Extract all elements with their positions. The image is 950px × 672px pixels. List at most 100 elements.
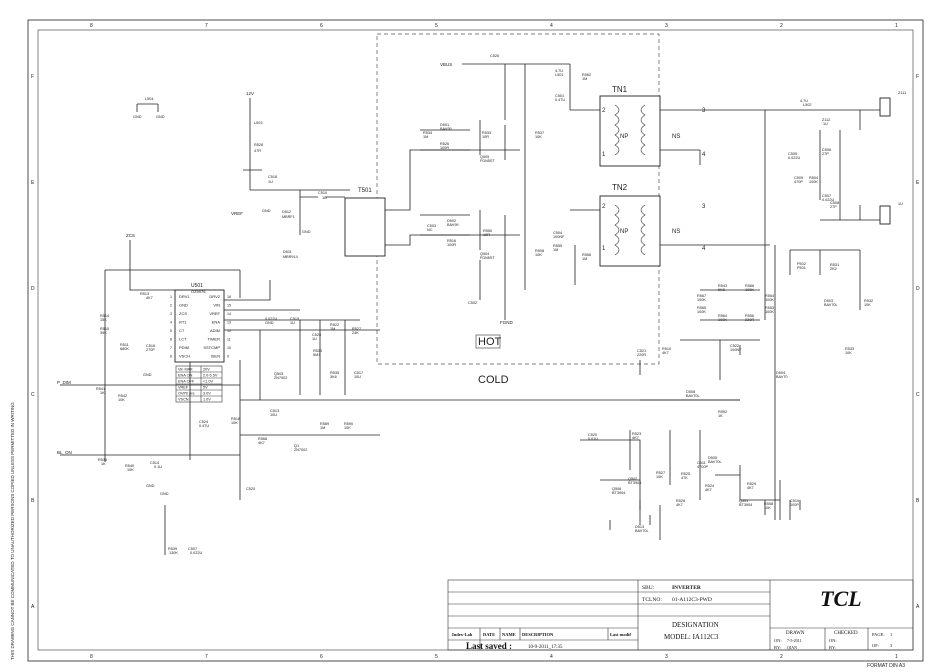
by-label: BY: [774,645,781,650]
ic-part: OZ9976 [191,289,206,294]
component-label: R542 [118,394,127,398]
column-marker: 7 [205,23,208,29]
ic-pin-number: 11 [227,338,231,342]
wiring [60,63,880,555]
column-marker: 8 [90,23,93,29]
row-marker: F [916,74,919,80]
component-label: C514 [150,461,159,465]
row-marker: E [31,180,35,186]
component-label: 10K [535,253,542,257]
net-bl-on: BL_ON [57,450,72,455]
tclno-value: 01-A112C3-PWD [672,597,712,603]
component-label: BT3904 [628,481,641,485]
component-label: R592 [718,410,727,414]
component-label: 1U [322,196,327,200]
tn1-coils [599,95,661,167]
net-zcs: ZCS [126,233,135,238]
component-label: 100NF [730,348,742,352]
spec-table-key: OVP0 pre [178,392,195,396]
component-label: BAV70L [824,303,838,307]
spec-table-value: 5V [203,386,208,390]
component-label: GND [160,492,169,496]
component-label: 0.47U [555,98,565,102]
component-label: BAV70L [635,529,649,533]
column-marker: 2 [780,23,783,29]
column-marker: 7 [205,654,208,660]
row-marker: D [916,286,920,292]
page-label: PAGE: [872,632,885,637]
component-label: 0.022U [788,156,801,160]
ic-pin-name: ISEN [211,354,220,359]
component-label: 47K [681,476,688,480]
component-label: R556 [745,314,754,318]
component-label: R529 [747,482,756,486]
ic-pin-number: 9 [227,355,229,359]
component-label: D508 [686,390,695,394]
spec-table-value: 2.0-5.5V [203,374,218,378]
component-label: 4K7 [258,441,265,445]
component-label: C507 [822,194,831,198]
drawing-frame [27,19,924,662]
ic-pin-name: GND [179,303,188,308]
ic-pin-number: 5 [170,329,172,333]
component-label: 220R [637,353,646,357]
row-marker: C [916,392,920,398]
column-marker: 4 [550,654,553,660]
spec-table-key: VREF [178,386,189,390]
component-label: GND [133,115,142,119]
component-label: 100K [718,318,727,322]
component-label: R566 [745,284,754,288]
ic-pin-number: 4 [170,321,172,325]
component-label: BAV70 [776,375,788,379]
component-label: 10K [535,135,542,139]
component-label: 100R [447,243,456,247]
component-label: 10R [482,135,489,139]
ic-pin-name: DRV1 [179,294,190,299]
checked-on-label: ON: [829,638,837,643]
component-label: R558 [764,502,773,506]
component-label: C518 [268,175,277,179]
ic-pin-number: 7 [170,346,172,350]
component-label: GND [265,321,274,325]
component-label: R567 [697,294,706,298]
tn1-pin2: 2 [602,108,606,114]
ic-pin-number: 14 [227,312,231,316]
component-label: R590 [344,422,353,426]
component-label: 130K [169,551,178,555]
component-label: 10K [231,421,238,425]
tn2-pin2: 2 [602,204,606,210]
ic-u501: U501 OZ9976 DRV11GND2ZCS3RT14CT5LCT6PDIM… [170,283,231,363]
component-label: 10R [483,233,490,237]
sbu-value: INVERTER [672,585,702,591]
ic-pin-name: LCT [179,337,187,342]
rev-header-name: NAME [502,632,516,637]
ic-pin-number: 10 [227,346,231,350]
cold-area-label: COLD [478,374,509,386]
component-label: 1U [268,180,273,184]
tn1-pin1: 1 [602,152,606,158]
rev-header-date: DATE [483,632,495,637]
component-label: R525 [681,472,690,476]
net-fgnd: FGND [500,320,513,325]
tn1-pin3: 3 [702,108,706,114]
component-label: 470P [794,180,803,184]
model: MODEL: IA112C3 [664,633,719,641]
hot-area-label: HOT [478,336,502,348]
component-label: 4.7U [800,99,808,103]
ic-pin-name: RT1 [179,320,187,325]
component-label: R550 [483,229,492,233]
ic-pin-name: ZCS [179,311,187,316]
component-label: 1U [312,337,317,341]
ic-pin-name: PDIM [179,345,189,350]
spec-table-key: VSCN [178,398,189,402]
column-marker: 5 [435,654,438,660]
component-label: 1U [823,122,828,126]
component-label: R522 [330,323,339,327]
component-label: 15K [100,318,107,322]
tn2-label: TN2 [612,183,628,192]
component-label: R555 [553,244,562,248]
ic-pin-name: VREF [209,311,220,316]
component-label: R531 [830,263,839,267]
component-label: R526 [676,499,685,503]
component-label: C511 [697,461,706,465]
